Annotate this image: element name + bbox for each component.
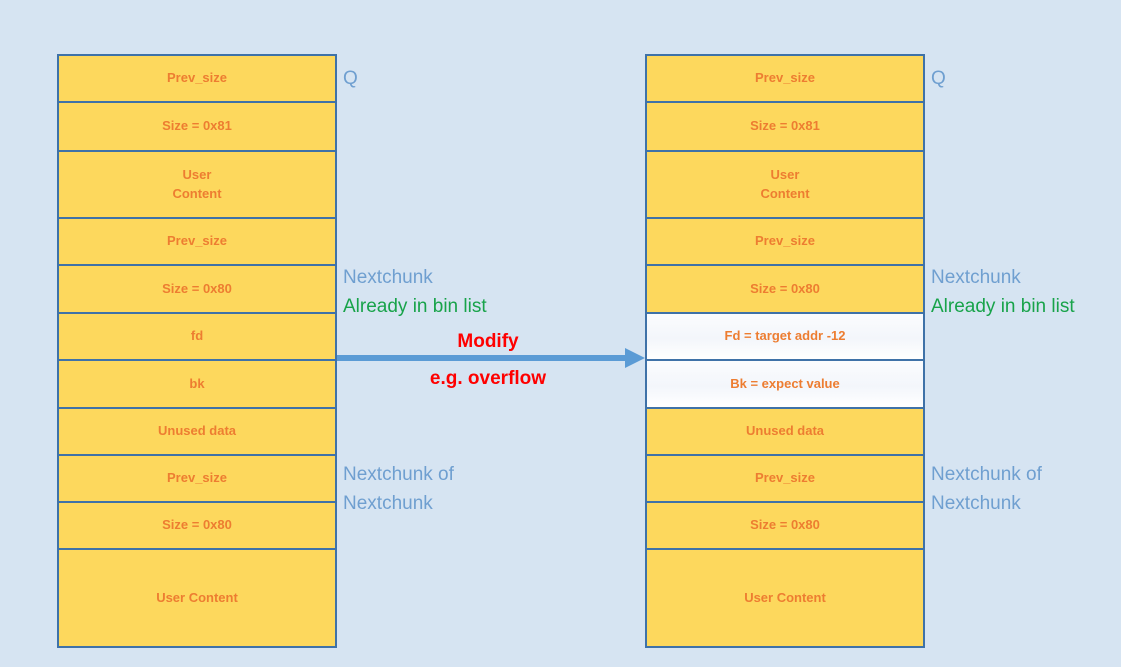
left-label-nextchunk-of-nextchunk: Nextchunk of Nextchunk: [343, 464, 454, 514]
right-chunk-row: Prev_size: [647, 219, 923, 266]
right-chunk-row: Size = 0x81: [647, 103, 923, 152]
left-chunk-row: Prev_size: [59, 56, 335, 103]
arrow-line: [337, 355, 629, 361]
right-chunk-row: Prev_size: [647, 456, 923, 503]
left-chunk-row: User Content: [59, 550, 335, 646]
right-chunk-row: User Content: [647, 152, 923, 219]
left-chunk-row: Unused data: [59, 409, 335, 456]
left-chunk-row: bk: [59, 361, 335, 409]
right-label-already-in-bin-list: Already in bin list: [931, 296, 1075, 317]
arrow-label-overflow: e.g. overflow: [429, 368, 547, 389]
left-chunk-row: Prev_size: [59, 456, 335, 503]
left-label-already-in-bin-list: Already in bin list: [343, 296, 487, 317]
left-chunk-row: Size = 0x80: [59, 503, 335, 550]
right-chunk-row: Size = 0x80: [647, 266, 923, 314]
left-chunk-row: Size = 0x81: [59, 103, 335, 152]
right-chunk-row: Unused data: [647, 409, 923, 456]
left-label-nextchunk: Nextchunk: [343, 267, 433, 288]
right-chunk-row: Size = 0x80: [647, 503, 923, 550]
right-chunk-row: Fd = target addr -12: [647, 314, 923, 361]
left-chunk-row: Prev_size: [59, 219, 335, 266]
modify-arrow: [337, 338, 645, 380]
arrow-label-modify: Modify: [457, 331, 519, 352]
right-chunk-row: User Content: [647, 550, 923, 646]
right-label-q: Q: [931, 68, 946, 89]
right-label-nextchunk-of-nextchunk: Nextchunk of Nextchunk: [931, 464, 1042, 514]
right-label-nextchunk: Nextchunk: [931, 267, 1021, 288]
left-chunk-row: User Content: [59, 152, 335, 219]
right-chunk-row: Bk = expect value: [647, 361, 923, 409]
left-chunk-row: fd: [59, 314, 335, 361]
left-chunk-row: Size = 0x80: [59, 266, 335, 314]
right-chunk-row: Prev_size: [647, 56, 923, 103]
left-label-q: Q: [343, 68, 358, 89]
arrow-head-icon: [625, 348, 645, 368]
